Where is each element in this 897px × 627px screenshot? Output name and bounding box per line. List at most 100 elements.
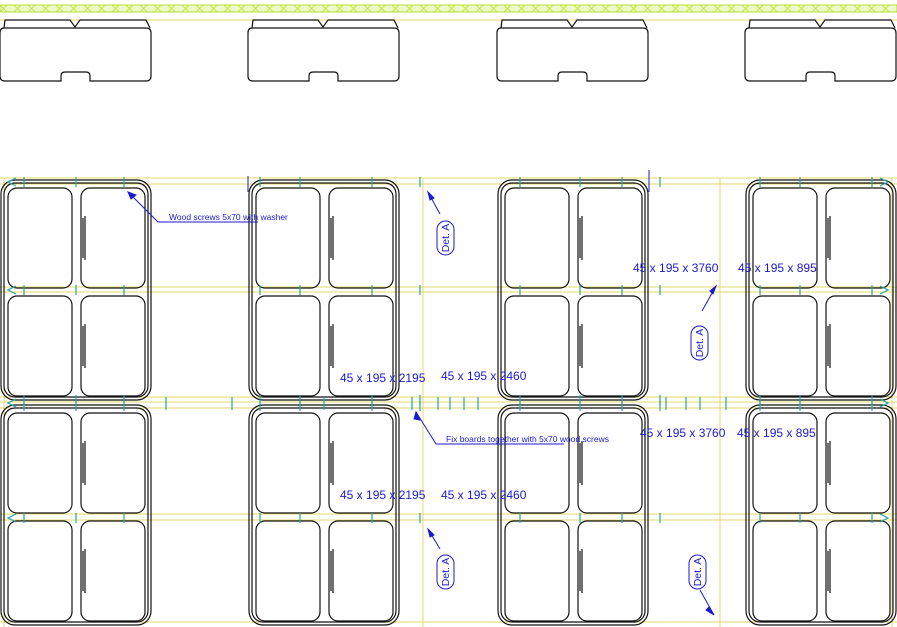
hatch-mark — [0, 4, 8, 13]
hatch-mark — [377, 4, 386, 13]
float-cell — [504, 295, 570, 397]
hatch-mark — [643, 4, 652, 13]
hatch-mark — [153, 4, 162, 13]
hatch-mark — [391, 4, 400, 13]
float-cell — [7, 520, 73, 622]
float-cell — [328, 520, 394, 622]
hatch-mark — [279, 4, 288, 13]
hatch-mark — [363, 4, 372, 13]
module-inner-outline — [500, 182, 646, 398]
hatch-mark — [111, 4, 120, 13]
float-cell — [255, 520, 321, 622]
float-module — [497, 179, 649, 401]
float-cell — [752, 412, 818, 514]
dimension-label: 45 x 195 x 895 — [737, 426, 816, 440]
hatch-mark — [783, 4, 792, 13]
float-cell — [752, 187, 818, 289]
module-outline — [745, 179, 897, 401]
dimension-labels: 45 x 195 x 3760 45 x 195 x 895 45 x 195 … — [340, 261, 817, 502]
dimension-label: 45 x 195 x 2195 — [340, 371, 426, 385]
elevation-row — [0, 19, 897, 82]
hatch-mark — [251, 4, 260, 13]
hatch-mark — [713, 4, 722, 13]
hatch-mark — [657, 4, 666, 13]
dimension-label: 45 x 195 x 2460 — [441, 369, 527, 383]
module-inner-outline — [748, 182, 894, 398]
elevation-module — [496, 19, 649, 82]
module-inner-outline — [251, 407, 397, 623]
module-outline — [248, 404, 400, 626]
float-module — [745, 179, 897, 401]
hatch-mark — [881, 4, 890, 13]
hatch-mark — [755, 4, 764, 13]
dimension-label: 45 x 195 x 3760 — [633, 261, 719, 275]
float-cell — [255, 412, 321, 514]
dimension-label: 45 x 195 x 895 — [738, 261, 817, 275]
hatch-mark — [671, 4, 680, 13]
hatch-mark — [69, 4, 78, 13]
float-cell — [7, 295, 73, 397]
hatch-mark — [223, 4, 232, 13]
edge-chevron — [879, 398, 890, 408]
hatch-mark — [587, 4, 596, 13]
float-module — [745, 404, 897, 626]
hatch-mark — [797, 4, 806, 13]
hatch-mark — [209, 4, 218, 13]
hatch-mark — [307, 4, 316, 13]
hatch-mark — [559, 4, 568, 13]
hatch-mark — [615, 4, 624, 13]
edge-chevron — [6, 285, 17, 295]
module-outline — [745, 404, 897, 626]
hatch-mark — [265, 4, 274, 13]
hatch-mark — [83, 4, 92, 13]
edge-chevron — [879, 513, 890, 523]
hatch-mark — [125, 4, 134, 13]
hatch-mark — [461, 4, 470, 13]
detail-tag[interactable]: Det. A — [688, 554, 707, 590]
elevation-module — [0, 19, 152, 82]
note-fix-boards: Fix boards together with 5x70 wood screw… — [446, 434, 609, 444]
hatch-mark — [811, 4, 820, 13]
float-cell — [80, 187, 146, 289]
float-module — [248, 404, 400, 626]
edge-chevron — [6, 513, 17, 523]
float-cell — [80, 295, 146, 397]
hatch-mark — [41, 4, 50, 13]
hatch-mark — [853, 4, 862, 13]
float-cell — [80, 412, 146, 514]
hatch-mark — [419, 4, 428, 13]
hatch-mark — [55, 4, 64, 13]
elevation-module — [744, 19, 897, 82]
hatch-mark — [349, 4, 358, 13]
hatch-mark — [839, 4, 848, 13]
detail-tag[interactable]: Det. A — [690, 325, 709, 361]
float-cell — [255, 295, 321, 397]
float-cell — [752, 520, 818, 622]
float-module — [497, 404, 649, 626]
dimension-label: 45 x 195 x 2195 — [340, 488, 426, 502]
hatch-mark — [475, 4, 484, 13]
edge-chevron — [879, 177, 890, 187]
float-cell — [7, 412, 73, 514]
detail-tag[interactable]: Det. A — [436, 554, 455, 590]
hatch-mark — [867, 4, 876, 13]
leader-lines — [127, 190, 718, 616]
hatch-mark — [629, 4, 638, 13]
float-cell — [328, 412, 394, 514]
detail-tag[interactable]: Det. A — [436, 220, 455, 256]
dimension-label: 45 x 195 x 2460 — [441, 488, 527, 502]
hatch-mark — [685, 4, 694, 13]
hatch-mark — [573, 4, 582, 13]
float-cell — [825, 187, 891, 289]
hatch-mark — [503, 4, 512, 13]
hatch-mark — [769, 4, 778, 13]
module-outline — [497, 179, 649, 401]
svg-text:Det. A: Det. A — [440, 224, 452, 253]
edge-chevron — [879, 285, 890, 295]
float-module — [0, 404, 152, 626]
marker-ticks — [6, 177, 890, 523]
top-beam — [0, 4, 897, 21]
float-cell — [825, 520, 891, 622]
edge-chevron — [6, 398, 17, 408]
